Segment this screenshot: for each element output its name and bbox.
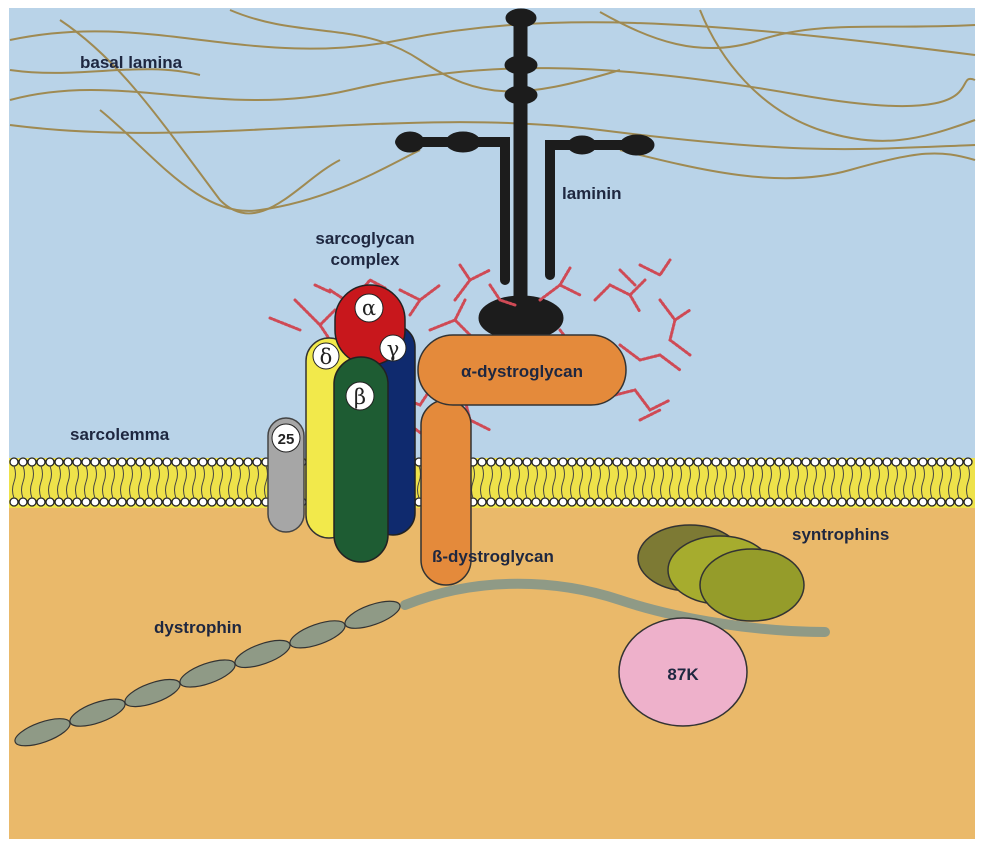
- delta-glyph: δ: [320, 345, 333, 369]
- sarcoglycan-complex-label-line1: sarcoglycan: [315, 229, 414, 248]
- sarcoglycan-complex-label-line2: complex: [331, 250, 401, 269]
- alpha-dystroglycan-label: α-dystroglycan: [461, 362, 583, 381]
- protein-25-label: 25: [278, 431, 295, 448]
- basal-lamina-label: basal lamina: [80, 53, 183, 72]
- protein-87k-label: 87K: [667, 665, 699, 684]
- sarcolemma-bilayer: [9, 458, 975, 508]
- laminin-label: laminin: [562, 184, 622, 203]
- gamma-glyph: γ: [387, 337, 400, 361]
- beta-dystroglycan-label: ß-dystroglycan: [432, 547, 554, 566]
- alpha-glyph: α: [362, 296, 376, 320]
- beta-glyph: β: [354, 385, 366, 409]
- syntrophins-label: syntrophins: [792, 525, 889, 544]
- sarcolemma-label: sarcolemma: [70, 425, 170, 444]
- dystrophin-label: dystrophin: [154, 618, 242, 637]
